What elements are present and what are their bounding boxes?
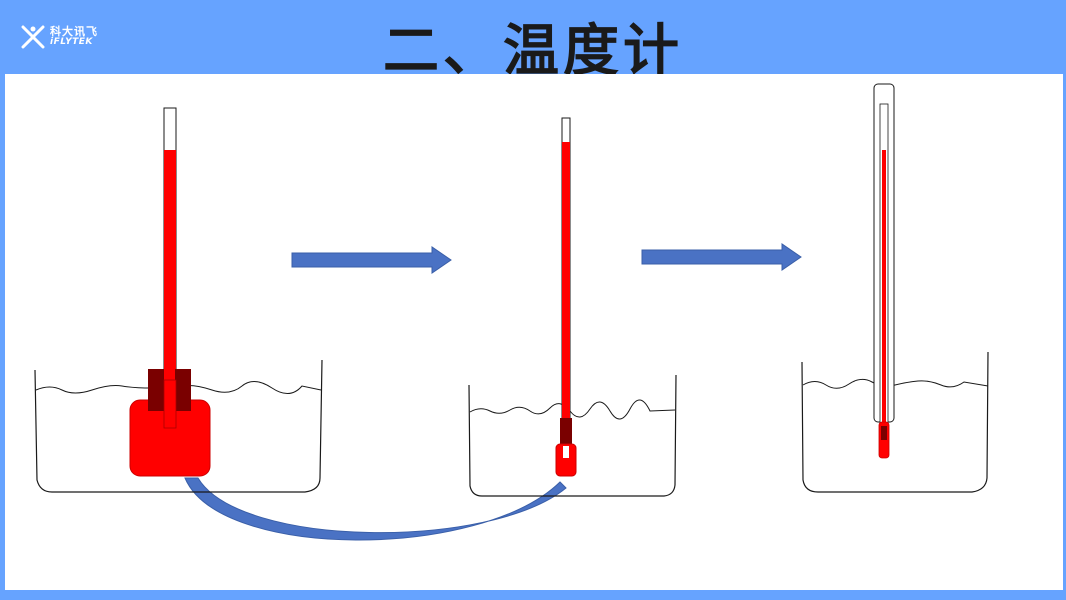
scene-1 [34, 107, 323, 493]
thermometer-icon [873, 83, 895, 459]
arrow-right-icon [641, 243, 802, 271]
logo-text-en: iFLYTEK [50, 36, 93, 47]
logo-text-cn: 科大讯飞 [50, 24, 98, 38]
scene-2 [468, 117, 677, 497]
curved-connector-icon [184, 477, 567, 541]
iflytek-logo-icon [21, 25, 45, 49]
scene-3 [801, 83, 989, 493]
header-bar: 科大讯飞 iFLYTEK 二、温度计 [0, 0, 1066, 84]
beaker-icon [801, 351, 989, 493]
water-surface [802, 378, 989, 389]
water-surface [469, 399, 676, 420]
thermometer-diagram [34, 83, 989, 541]
page-title: 二、温度计 [383, 19, 683, 84]
beaker-icon [468, 374, 677, 497]
thermometer-icon [555, 117, 577, 477]
beaker-icon [34, 359, 323, 493]
brand-logo: 科大讯飞 iFLYTEK [20, 22, 98, 50]
thermometer-icon [129, 107, 211, 477]
diagram-canvas [5, 74, 1063, 590]
arrow-right-icon [291, 246, 452, 274]
